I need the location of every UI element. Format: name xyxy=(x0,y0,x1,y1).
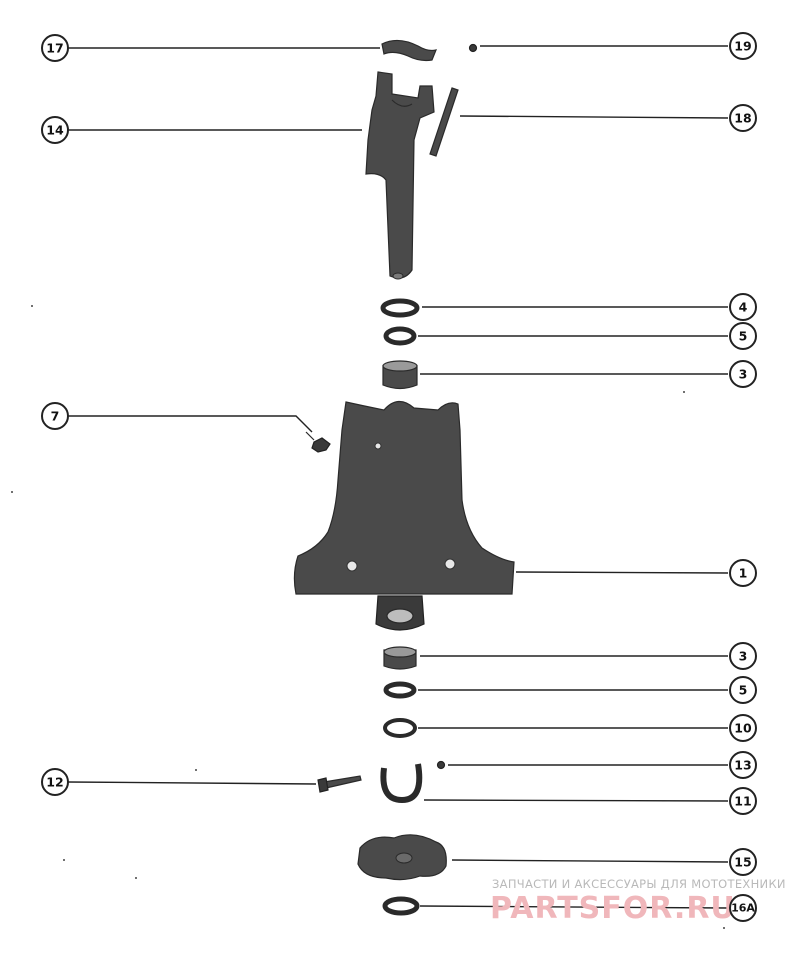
part-3-sleeve-bottom xyxy=(383,646,417,670)
svg-text:3: 3 xyxy=(739,367,748,382)
part-1-swivel-bracket xyxy=(293,400,515,631)
callout-7: 7 xyxy=(41,402,69,430)
part-12-bolt xyxy=(317,775,362,793)
svg-text:1: 1 xyxy=(739,566,748,581)
callout-3a: 3 xyxy=(729,360,757,388)
svg-text:19: 19 xyxy=(734,39,751,54)
part-5-bushing-top xyxy=(383,326,417,346)
part-13-nut xyxy=(436,760,446,770)
svg-text:11: 11 xyxy=(734,794,751,809)
part-16a-ring xyxy=(382,896,420,916)
part-17-clip xyxy=(381,39,437,62)
svg-text:18: 18 xyxy=(734,111,751,126)
part-10-o-ring xyxy=(383,718,417,738)
callout-11: 11 xyxy=(729,787,757,815)
callout-3b: 3 xyxy=(729,642,757,670)
callout-1: 1 xyxy=(729,559,757,587)
callout-13: 13 xyxy=(729,751,757,779)
svg-text:7: 7 xyxy=(51,409,60,424)
svg-text:13: 13 xyxy=(734,758,751,773)
svg-text:12: 12 xyxy=(46,775,63,790)
scan-speckles xyxy=(11,305,725,929)
part-15-cap xyxy=(357,834,447,881)
watermark: ЗАПЧАСТИ И АКСЕССУАРЫ ДЛЯ МОТОТЕХНИКИ PA… xyxy=(490,877,786,926)
svg-text:4: 4 xyxy=(739,300,748,315)
callout-5b: 5 xyxy=(729,676,757,704)
leader-7 xyxy=(68,415,313,433)
callout-16a: 16A xyxy=(729,894,757,922)
callout-12: 12 xyxy=(41,768,69,796)
watermark-tagline: ЗАПЧАСТИ И АКСЕССУАРЫ ДЛЯ МОТОТЕХНИКИ xyxy=(492,877,786,891)
callout-4: 4 xyxy=(729,293,757,321)
callout-14: 14 xyxy=(41,116,69,144)
svg-text:10: 10 xyxy=(734,721,752,736)
leader-12 xyxy=(67,781,317,785)
svg-text:15: 15 xyxy=(734,855,751,870)
part-5-bushing-bottom xyxy=(383,681,417,699)
callout-19: 19 xyxy=(729,32,757,60)
callout-10: 10 xyxy=(729,714,757,742)
callout-17: 17 xyxy=(41,34,69,62)
callout-18: 18 xyxy=(729,104,757,132)
leader-16a xyxy=(419,905,729,909)
part-18-pin xyxy=(429,87,459,157)
watermark-brand: PARTSFOR.RU xyxy=(490,891,736,926)
part-4-washer xyxy=(380,298,420,318)
leader-18 xyxy=(459,115,729,119)
part-11-u-clip xyxy=(380,763,423,804)
part-14-swivel-shaft xyxy=(365,71,435,280)
part-19-ball xyxy=(468,43,478,53)
callout-15: 15 xyxy=(729,848,757,876)
svg-text:14: 14 xyxy=(46,123,64,138)
part-7-grease-fitting xyxy=(305,431,331,453)
svg-text:5: 5 xyxy=(739,683,748,698)
callout-5a: 5 xyxy=(729,322,757,350)
svg-text:5: 5 xyxy=(739,329,748,344)
svg-text:17: 17 xyxy=(46,41,63,56)
svg-text:3: 3 xyxy=(739,649,748,664)
leader-15 xyxy=(451,859,729,863)
part-3-sleeve-top xyxy=(382,360,418,390)
leader-11 xyxy=(423,799,729,802)
svg-text:16A: 16A xyxy=(731,902,755,915)
leader-1 xyxy=(515,571,729,574)
